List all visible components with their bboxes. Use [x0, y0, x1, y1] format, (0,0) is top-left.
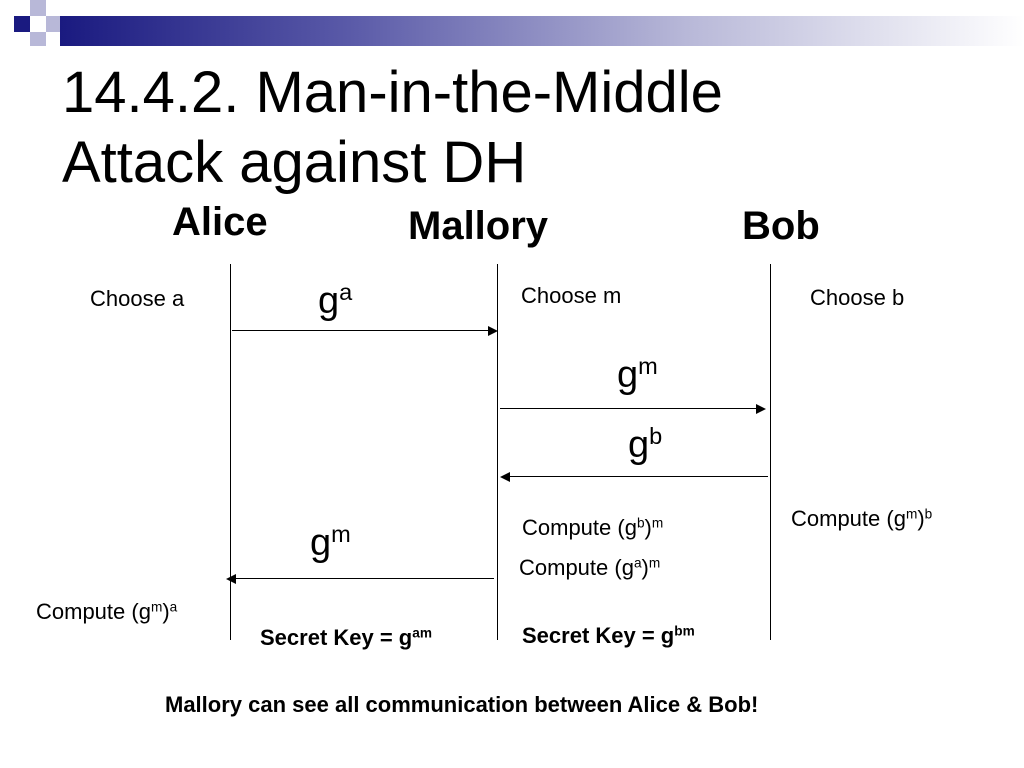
header-square-light [30, 32, 46, 46]
lifeline-mallory [497, 264, 498, 640]
lifeline-bob [770, 264, 771, 640]
title-line-1: 14.4.2. Man-in-the-Middle [62, 60, 723, 125]
mallory-compute-gb-m: Compute (gb)m [522, 515, 664, 540]
secret-key-alice-mallory: Secret Key = gam [260, 625, 432, 650]
mallory-compute-ga-m: Compute (ga)m [519, 555, 661, 580]
arrow-alice-to-mallory [232, 330, 490, 331]
mallory-choose-m: Choose m [521, 283, 622, 308]
arrowhead-right [756, 404, 766, 414]
arrow-mallory-to-bob [500, 408, 758, 409]
message-g-m-to-alice: gm [310, 521, 351, 564]
message-g-b: gb [628, 423, 663, 466]
message-g-a: ga [318, 279, 353, 322]
bob-compute-gm-b: Compute (gm)b [791, 506, 933, 531]
header-square-light [46, 16, 60, 32]
title-line-2: Attack against DH [62, 130, 527, 195]
header-square-light [30, 0, 46, 16]
bob-choose-b: Choose b [810, 285, 905, 310]
lifeline-alice [230, 264, 231, 640]
arrowhead-right [488, 326, 498, 336]
party-mallory: Mallory [408, 204, 549, 248]
header-square-dark [14, 16, 30, 32]
party-alice: Alice [172, 200, 268, 244]
secret-key-mallory-bob: Secret Key = gbm [522, 623, 695, 648]
party-bob: Bob [742, 204, 820, 248]
arrow-bob-to-mallory [510, 476, 768, 477]
alice-choose-a: Choose a [90, 286, 185, 311]
footer-note: Mallory can see all communication betwee… [165, 692, 759, 717]
header-gradient-bar [60, 16, 1024, 46]
arrowhead-left [226, 574, 236, 584]
slide-title: 14.4.2. Man-in-the-Middle Attack against… [62, 58, 962, 198]
header-square-light [14, 32, 30, 46]
message-g-m-to-bob: gm [617, 353, 658, 396]
arrowhead-left [500, 472, 510, 482]
alice-compute-gm-a: Compute (gm)a [36, 599, 178, 624]
arrow-mallory-to-alice [236, 578, 494, 579]
